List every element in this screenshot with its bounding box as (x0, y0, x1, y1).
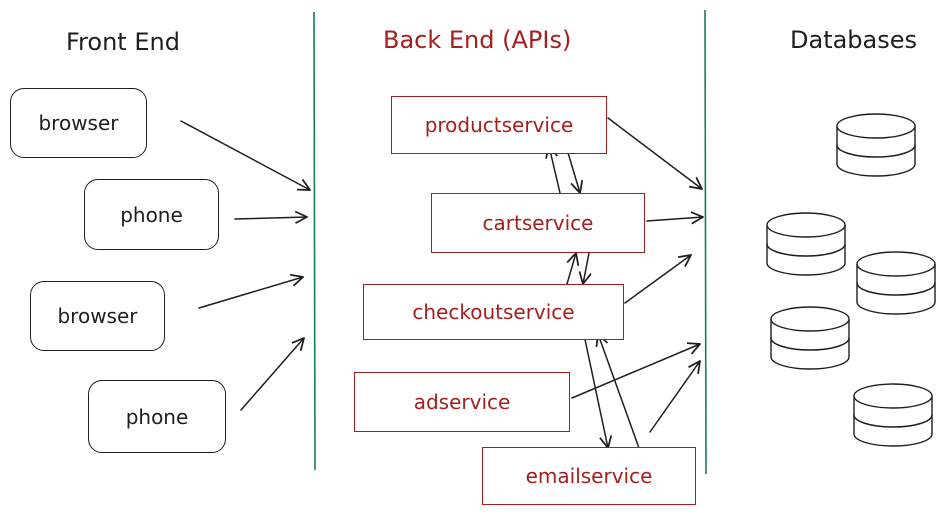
client-browser: browser (10, 88, 147, 158)
frontend-backend-divider (313, 11, 316, 471)
service-checkoutservice: checkoutservice (363, 284, 624, 340)
arrow-checkout-to-email (582, 329, 613, 449)
arrow-product-to-db (607, 117, 703, 190)
client-browser: browser (30, 281, 165, 351)
arrow-email-to-db (649, 360, 701, 433)
database-cylinder (766, 212, 846, 276)
service-productservice: productservice (391, 96, 607, 154)
backend-database-divider (704, 9, 707, 475)
service-adservice: adservice (354, 372, 570, 432)
arrow-phone1-to-api (234, 210, 308, 224)
database-cylinder (770, 306, 850, 370)
service-cartservice: cartservice (431, 193, 645, 253)
back-end-heading: Back End (APIs) (383, 26, 572, 54)
client-phone: phone (88, 380, 226, 453)
arrow-email-to-checkout (595, 333, 640, 449)
database-cylinder (856, 251, 936, 315)
front-end-heading: Front End (66, 28, 180, 56)
databases-heading: Databases (790, 26, 918, 54)
arrow-cart-to-checkout (578, 252, 592, 285)
client-phone: phone (84, 179, 219, 250)
service-emailservice: emailservice (482, 447, 696, 505)
arrow-cart-to-db (646, 211, 704, 225)
arrow-browser1-to-api (180, 120, 311, 191)
arrow-browser2-to-api (198, 273, 304, 309)
database-cylinder (853, 383, 933, 447)
arrow-ad-to-db (571, 342, 701, 399)
arrow-checkout-to-db (624, 254, 692, 304)
database-cylinder (836, 113, 916, 177)
arrow-phone2-to-api (240, 337, 305, 411)
arrow-checkout-to-cart (566, 252, 580, 285)
